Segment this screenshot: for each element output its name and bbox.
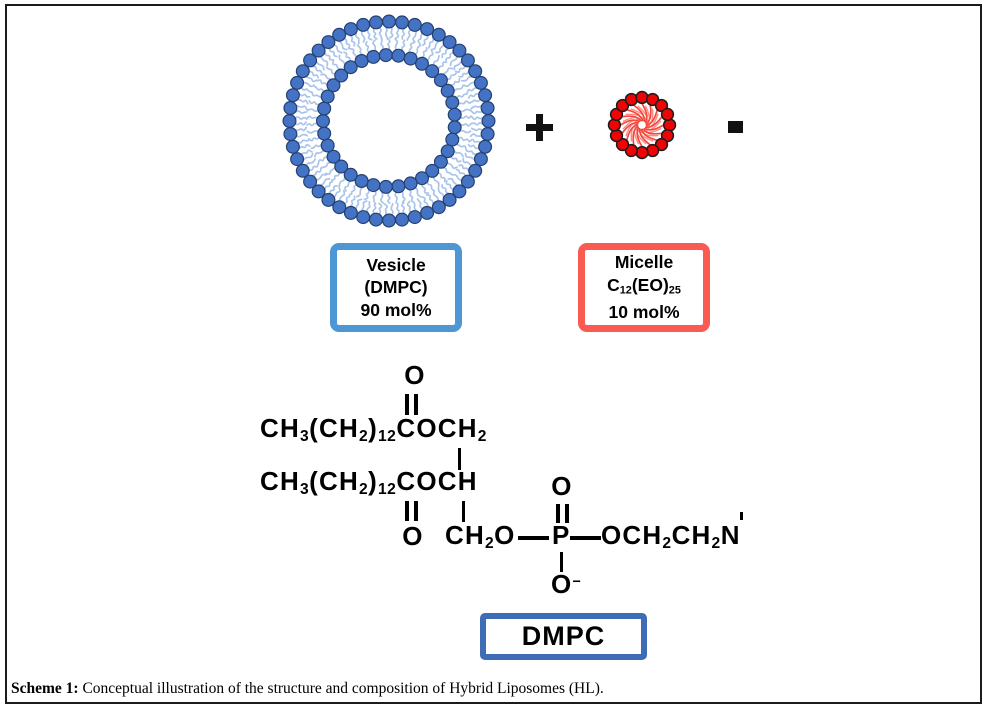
acyl-chain-row-1: CH3(CH2)12COCH2	[260, 413, 487, 446]
micelle-head-beads	[607, 90, 677, 160]
acyl-chain-row-2: CH3(CH2)12COCH	[260, 466, 478, 499]
micelle-label-molpercent: 10 mol%	[608, 302, 680, 323]
micelle-tails	[619, 102, 665, 148]
micelle-label-box: Micelle C12(EO)25 10 mol%	[578, 243, 710, 332]
bond-line	[414, 501, 418, 521]
vesicle-label-molpercent: 90 mol%	[360, 299, 432, 320]
carbonyl-oxygen-top: O	[404, 360, 426, 390]
double-bond	[405, 501, 418, 521]
single-bond	[518, 536, 549, 540]
bond-line	[405, 394, 409, 415]
caption-text: Conceptual illustration of the structure…	[78, 680, 604, 697]
vesicle-label-name: Vesicle	[366, 254, 426, 275]
dmpc-name-box: DMPC	[480, 613, 647, 660]
vesicle-label-box: Vesicle (DMPC) 90 mol%	[330, 243, 462, 332]
double-bond	[556, 504, 569, 523]
bond-line	[556, 504, 560, 523]
glycerol-ch2o: CH2O	[445, 520, 516, 553]
micelle-label-formula: C12(EO)25	[607, 274, 681, 296]
vesicle-head-beads	[282, 14, 496, 228]
single-bond	[570, 536, 601, 540]
bond-line	[565, 504, 569, 523]
plus-sign	[526, 114, 553, 141]
plus-sign-bar	[536, 114, 543, 141]
caption-scheme-number: Scheme 1:	[11, 680, 79, 697]
clipped-charge-mark	[740, 512, 743, 520]
single-bond	[559, 552, 563, 572]
bond-line	[405, 501, 409, 521]
single-bond	[461, 501, 465, 522]
carbonyl-oxygen-bottom: O	[402, 521, 424, 551]
choline-chain-clipped: OCH2CH2N	[601, 522, 741, 553]
phosphorus-atom: P	[552, 520, 571, 550]
micelle-label-name: Micelle	[614, 252, 674, 273]
micelle-illustration	[607, 90, 677, 160]
figure-border	[5, 4, 982, 704]
vesicle-label-compound: (DMPC)	[364, 277, 428, 298]
bond-line	[414, 394, 418, 415]
dmpc-name-label: DMPC	[521, 621, 606, 651]
phosphate-oxygen-top: O	[551, 471, 573, 501]
phosphate-oxygen-minus: O−	[551, 569, 581, 600]
vesicle-tails	[294, 26, 484, 216]
figure-caption: Scheme 1: Conceptual illustration of the…	[11, 680, 604, 698]
double-bond	[405, 394, 418, 415]
minus-sign	[728, 121, 743, 133]
single-bond	[457, 448, 461, 470]
vesicle-illustration	[282, 14, 496, 228]
